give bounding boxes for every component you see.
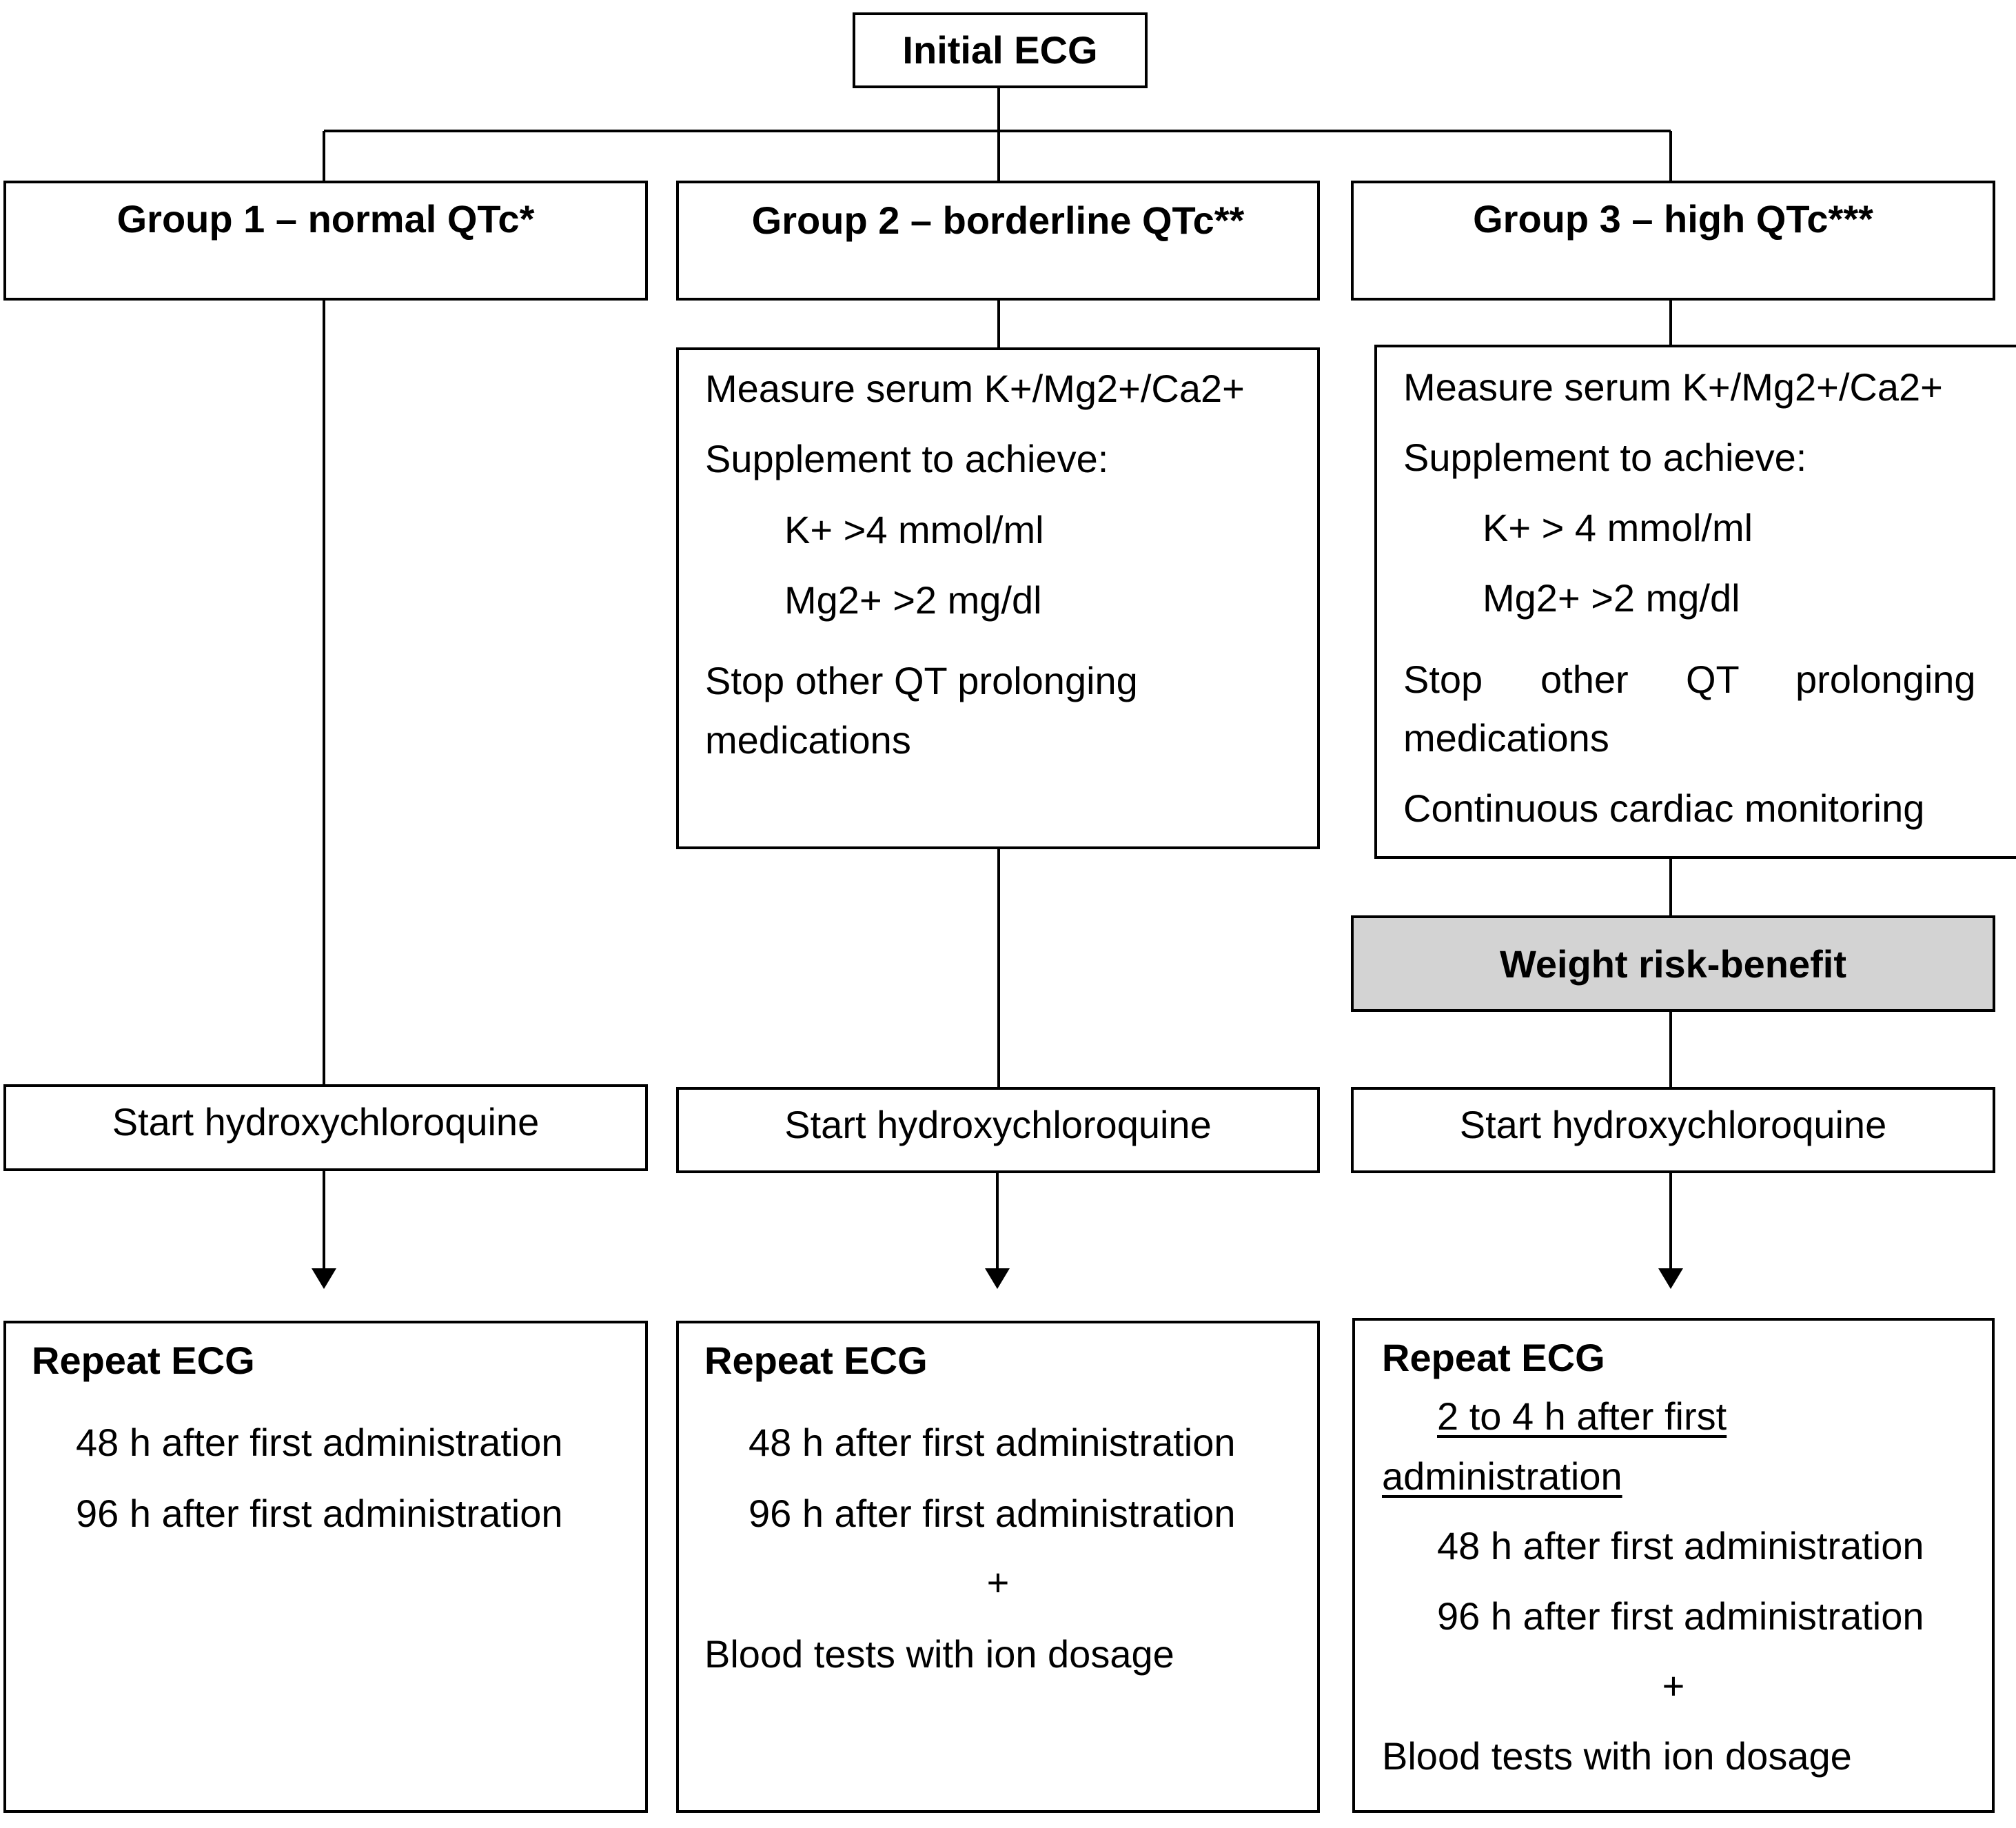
g3-supplement-text: Supplement to achieve: xyxy=(1403,436,1807,479)
g2-start-label: Start hydroxychloroquine xyxy=(784,1103,1212,1146)
group-1-title: Group 1 – normal QTc* xyxy=(116,197,535,241)
g3-start-label: Start hydroxychloroquine xyxy=(1459,1103,1887,1146)
g2-repeat-48h: 48 h after first administration xyxy=(749,1421,1236,1464)
g3-stop-text-2: medications xyxy=(1403,716,1609,760)
group-3-actions-box xyxy=(1374,345,2016,859)
g3-repeat-title: Repeat ECG xyxy=(1382,1336,1605,1379)
g1-repeat-48h: 48 h after first administration xyxy=(76,1421,563,1464)
g1-start-label: Start hydroxychloroquine xyxy=(112,1100,540,1144)
g1-repeat-box xyxy=(3,1321,648,1813)
g2-measure-text: Measure serum K+/Mg2+/Ca2+ xyxy=(705,367,1245,410)
g3-stop-word-3: QT xyxy=(1686,658,1740,701)
group-2-box xyxy=(676,181,1320,301)
group-2-actions-box xyxy=(676,347,1320,849)
g2-start-box xyxy=(676,1087,1320,1173)
g2-repeat-title: Repeat ECG xyxy=(704,1339,928,1382)
initial-ecg-box xyxy=(853,12,1148,88)
weigh-risk-benefit-label: Weight risk-benefit xyxy=(1499,942,1846,986)
group-2-title: Group 2 – borderline QTc** xyxy=(751,199,1245,242)
g1-repeat-title: Repeat ECG xyxy=(32,1339,255,1382)
g2-repeat-96h: 96 h after first administration xyxy=(749,1492,1236,1535)
g3-mg-target: Mg2+ >2 mg/dl xyxy=(1483,576,1740,620)
g2-k-target: K+ >4 mmol/ml xyxy=(784,508,1044,551)
g2-stop-text: Stop other QT prolonging xyxy=(705,659,1138,702)
group-3-title: Group 3 – high QTc*** xyxy=(1473,197,1873,241)
g1-start-box xyxy=(3,1084,648,1171)
g3-stop-word-2: other xyxy=(1540,658,1629,701)
g3-repeat-early-2: administration xyxy=(1382,1454,1622,1498)
g3-k-target: K+ > 4 mmol/ml xyxy=(1483,506,1753,549)
g3-stop-word-1: Stop xyxy=(1403,658,1483,701)
g3-monitor-text: Continuous cardiac monitoring xyxy=(1403,786,1925,830)
g3-repeat-box xyxy=(1352,1318,1995,1813)
g3-repeat-early-1: 2 to 4 h after first xyxy=(1437,1394,1727,1438)
g2-repeat-box xyxy=(676,1321,1320,1813)
g3-start-box xyxy=(1351,1087,1995,1173)
g2-blood-tests: Blood tests with ion dosage xyxy=(704,1632,1174,1676)
arrowhead-g2 xyxy=(985,1268,1010,1289)
g2-supplement-text: Supplement to achieve: xyxy=(705,437,1109,480)
g3-repeat-96h: 96 h after first administration xyxy=(1437,1594,1924,1638)
group-1-box xyxy=(3,181,648,301)
g2-repeat-plus: + xyxy=(986,1561,1010,1604)
arrowhead-g1 xyxy=(312,1268,336,1289)
g2-mg-target: Mg2+ >2 mg/dl xyxy=(784,578,1042,622)
weigh-risk-benefit-box xyxy=(1351,915,1995,1012)
arrowhead-g3 xyxy=(1658,1268,1683,1289)
g2-stop-text-2: medications xyxy=(705,718,911,762)
g3-repeat-plus: + xyxy=(1662,1664,1685,1707)
g3-stop-word-4: prolonging xyxy=(1795,658,1976,701)
g3-blood-tests: Blood tests with ion dosage xyxy=(1382,1734,1852,1778)
initial-ecg-label: Initial ECG xyxy=(902,28,1098,72)
g3-repeat-48h: 48 h after first administration xyxy=(1437,1524,1924,1567)
group-3-box xyxy=(1351,181,1995,301)
g1-repeat-96h: 96 h after first administration xyxy=(76,1492,563,1535)
g3-measure-text: Measure serum K+/Mg2+/Ca2+ xyxy=(1403,365,1943,409)
